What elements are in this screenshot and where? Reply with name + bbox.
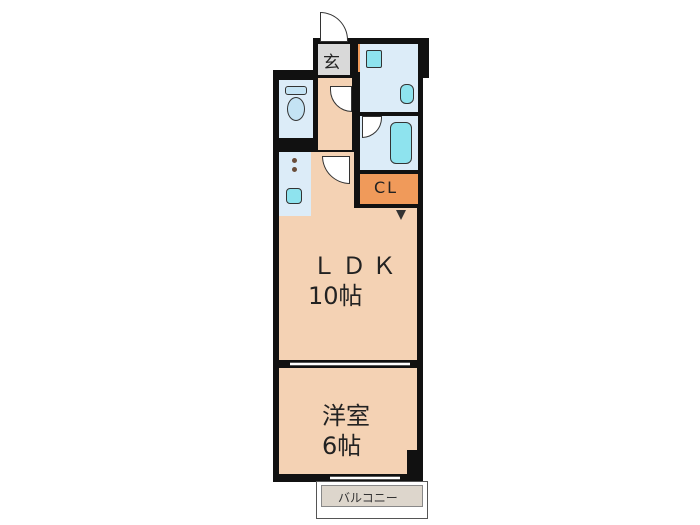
ldk-label: ＬＤＫ (312, 252, 402, 280)
kitchen-sink-icon (286, 188, 302, 204)
stove-burner-icon (292, 167, 297, 172)
stove-burner-icon (292, 158, 297, 163)
bathroom-door (362, 116, 382, 138)
balcony: バルコニー (316, 481, 428, 519)
washroom (360, 44, 418, 112)
closet-label: CL (374, 178, 399, 197)
sliding-partition (290, 362, 410, 366)
entrance-area: 玄 (318, 44, 350, 75)
washing-machine-icon (366, 50, 382, 68)
pillar (407, 450, 419, 476)
closet: CL (360, 174, 418, 204)
air-conditioner-icon (396, 210, 406, 220)
balcony-label: バルコニー (338, 491, 398, 505)
western-room (279, 368, 417, 474)
western-room-label: 洋室 (322, 402, 370, 430)
ldk-size: 10帖 (308, 282, 363, 310)
bathtub-icon (390, 122, 412, 164)
western-room-size: 6帖 (322, 432, 362, 460)
toilet-tank-icon (285, 86, 307, 95)
front-door (320, 12, 348, 42)
kitchen-counter (279, 152, 311, 216)
wash-basin-icon (400, 84, 414, 104)
entrance-label: 玄 (323, 53, 340, 73)
balcony-window (330, 476, 400, 480)
toilet-bowl-icon (287, 97, 305, 121)
bathroom (360, 116, 418, 170)
toilet-room (279, 80, 313, 138)
